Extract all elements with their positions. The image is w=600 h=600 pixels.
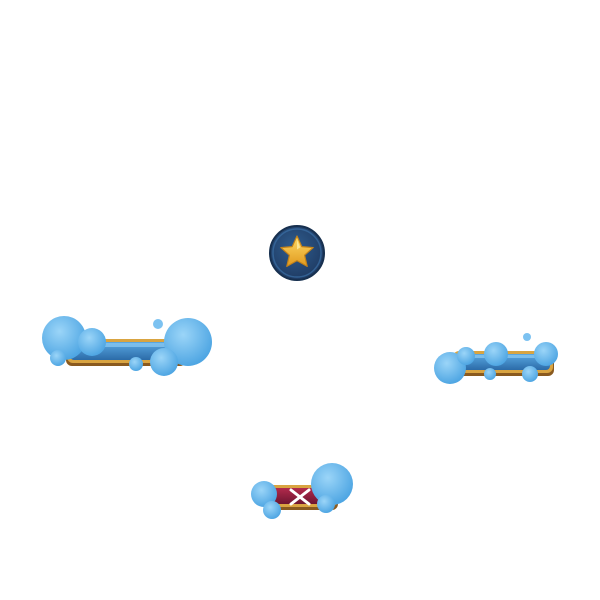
cloud-puff — [164, 318, 212, 366]
cloud-puff — [251, 481, 277, 507]
cloud-puff — [457, 347, 475, 365]
cloud-puff — [484, 368, 496, 380]
cloud-puff — [311, 463, 353, 505]
cloud-puff — [150, 348, 178, 376]
star-highlight — [297, 240, 301, 250]
cloud-puff — [317, 495, 335, 513]
star-icon — [280, 235, 314, 267]
cloud-puff — [129, 357, 143, 371]
badge-rim — [272, 228, 322, 278]
cloud-bar-short[interactable] — [432, 330, 562, 388]
close-button[interactable] — [246, 460, 358, 522]
close-icon — [289, 488, 311, 506]
cloud-puff — [484, 342, 508, 366]
cloud-puff — [50, 350, 66, 366]
cloud-puff — [263, 501, 281, 519]
cloud-puff — [534, 342, 558, 366]
cloud-puff — [153, 319, 163, 329]
cloud-bar-long[interactable] — [40, 312, 216, 380]
star-badge-icon[interactable] — [268, 224, 326, 282]
cloud-puff — [522, 366, 538, 382]
cloud-puff — [42, 316, 86, 360]
cloud-puff — [523, 333, 531, 341]
cloud-puff — [78, 328, 106, 356]
